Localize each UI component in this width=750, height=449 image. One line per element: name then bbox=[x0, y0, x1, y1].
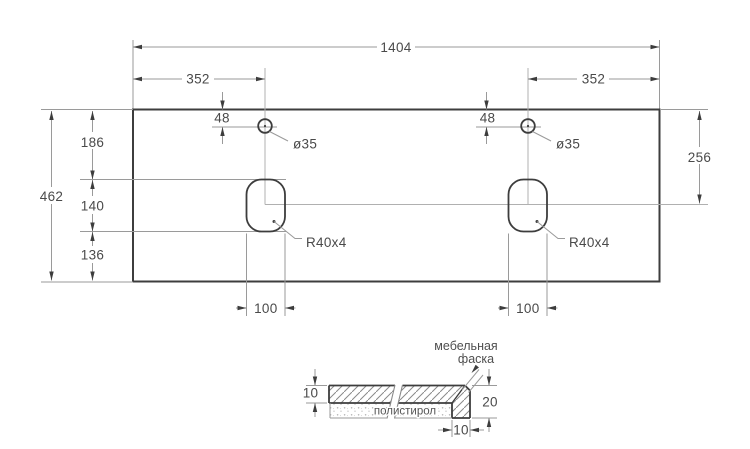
section-dimensions bbox=[306, 364, 497, 437]
dim-edge-height: 20 bbox=[482, 395, 498, 410]
break-line-right bbox=[393, 384, 404, 419]
faucet-hole-left bbox=[257, 118, 273, 134]
dim-cutout-width-left: 100 bbox=[254, 301, 277, 316]
dim-total-height: 462 bbox=[40, 189, 63, 204]
plan-view: 1404 352 352 462 186 140 136 48 48 ø35 ø… bbox=[38, 39, 712, 318]
break-gap bbox=[387, 384, 403, 419]
dim-cutout-width-right: 100 bbox=[516, 301, 539, 316]
sink-cutout-right bbox=[507, 178, 548, 233]
extension-lines bbox=[41, 40, 708, 316]
break-line-left bbox=[386, 384, 396, 419]
dim-cutout-to-bottom: 136 bbox=[81, 248, 104, 263]
sink-cutout-left bbox=[245, 178, 286, 233]
dim-total-width: 1404 bbox=[380, 40, 411, 55]
countertop-outline bbox=[132, 108, 661, 283]
label-cutout-radius-right: R40x4 bbox=[569, 235, 610, 250]
dim-top-thickness: 10 bbox=[303, 386, 319, 401]
dim-offset-right: 352 bbox=[582, 72, 605, 87]
label-faucet-diameter-right: ø35 bbox=[556, 137, 580, 152]
dim-center-from-top: 256 bbox=[688, 150, 711, 165]
faucet-hole-right-center bbox=[526, 124, 530, 128]
dimension-lines bbox=[49, 44, 702, 311]
chamfer-label-line1: мебельная bbox=[434, 339, 497, 353]
label-cutout-radius-left: R40x4 bbox=[306, 235, 347, 250]
label-faucet-diameter-left: ø35 bbox=[293, 137, 317, 152]
faucet-hole-left-center bbox=[263, 124, 267, 128]
section-front-edge bbox=[452, 385, 470, 418]
faucet-hole-right bbox=[520, 118, 536, 134]
dim-top-to-cutout: 186 bbox=[81, 135, 104, 150]
dim-offset-left: 352 bbox=[186, 72, 209, 87]
chamfer-label-line2: фаска bbox=[458, 352, 494, 366]
dim-faucet-left: 48 bbox=[214, 111, 230, 126]
core-outline bbox=[329, 403, 452, 419]
dim-faucet-right: 48 bbox=[480, 111, 496, 126]
core-material-label: полистирол bbox=[374, 406, 436, 418]
leader-lines bbox=[269, 131, 565, 239]
dim-edge-width: 10 bbox=[453, 423, 469, 438]
dim-cutout-height: 140 bbox=[81, 199, 104, 214]
section-outline bbox=[328, 384, 471, 419]
section-view: 10 20 10 полистирол мебельная фаска bbox=[301, 338, 499, 440]
